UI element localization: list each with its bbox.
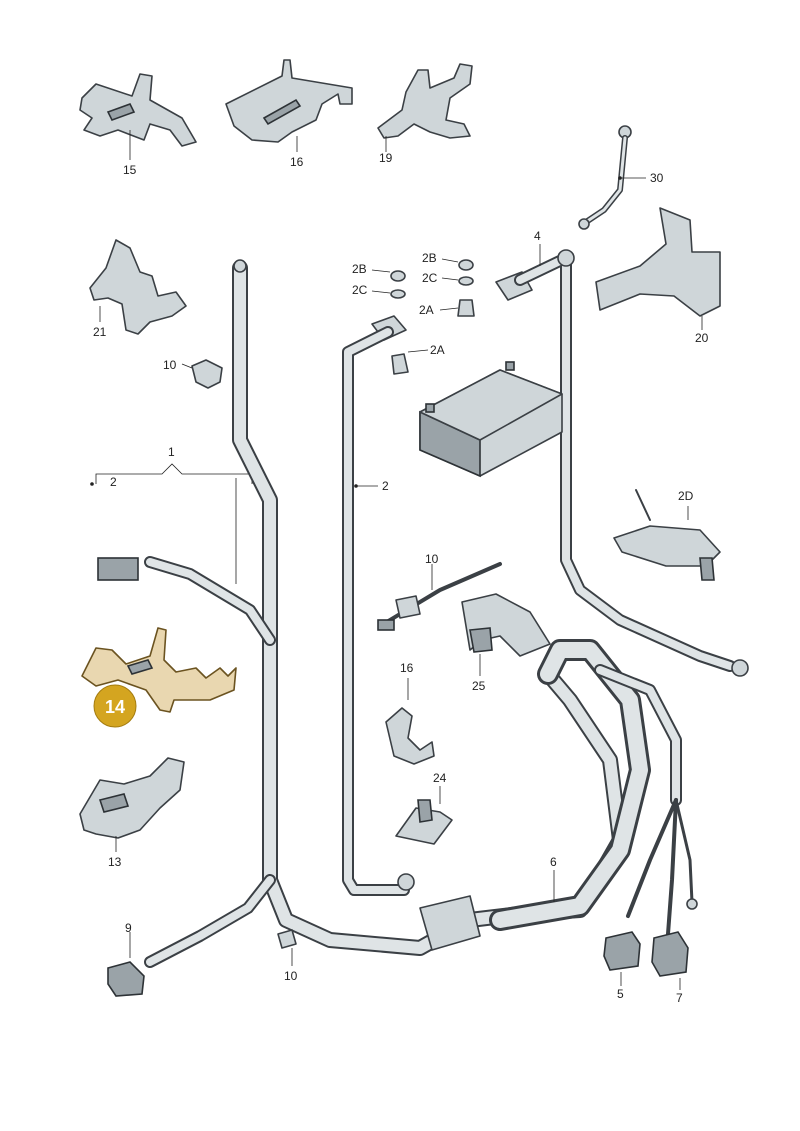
part-16-clip[interactable] <box>385 678 435 765</box>
label-2B-2: 2B <box>422 251 437 265</box>
battery[interactable] <box>419 361 563 478</box>
label-2C-2: 2C <box>422 271 438 285</box>
part-21-bracket[interactable] <box>89 239 187 335</box>
part-10-clip-left[interactable] <box>181 359 223 389</box>
label-10-left: 10 <box>163 358 177 372</box>
part-14-bracket-highlighted[interactable] <box>81 627 237 713</box>
part-20-battery-bracket[interactable] <box>595 207 721 330</box>
label-4: 4 <box>534 229 541 243</box>
part-7-connector[interactable] <box>651 931 689 990</box>
label-2B-1: 2B <box>352 262 367 276</box>
part-24-grommet[interactable] <box>395 786 453 845</box>
label-9: 9 <box>125 921 132 935</box>
part-2C-washer-2[interactable] <box>441 276 474 286</box>
part-25-cover[interactable] <box>461 593 551 676</box>
label-2D: 2D <box>678 489 694 503</box>
label-10-middle: 10 <box>425 552 439 566</box>
part-10-clip-bottom[interactable] <box>277 929 297 966</box>
label-24: 24 <box>433 771 447 785</box>
badge-14-text: 14 <box>105 697 125 717</box>
part-15-bracket[interactable] <box>79 73 197 160</box>
label-6: 6 <box>550 855 557 869</box>
part-2D-bracket[interactable] <box>613 489 721 581</box>
part-2C-washer-1[interactable] <box>371 289 406 299</box>
label-2A-1: 2A <box>419 303 434 317</box>
part-10-clip-middle[interactable] <box>377 562 502 631</box>
label-10-bottom: 10 <box>284 969 298 983</box>
part-1-main-harness[interactable] <box>97 259 628 968</box>
part-6-cable-loop[interactable] <box>489 639 698 936</box>
part-13-bracket[interactable] <box>79 757 185 852</box>
part-9-connector[interactable] <box>107 932 145 997</box>
part-16-bracket-top[interactable] <box>225 59 353 152</box>
label-16-top: 16 <box>290 155 304 169</box>
part-2B-nut-2[interactable] <box>441 258 474 271</box>
part-2B-nut-1[interactable] <box>371 269 406 282</box>
label-2A-2: 2A <box>430 343 445 357</box>
label-7: 7 <box>676 991 683 1005</box>
label-13: 13 <box>108 855 122 869</box>
label-19: 19 <box>379 151 393 165</box>
part-30-ground-strap[interactable] <box>578 125 646 230</box>
label-1: 1 <box>168 445 175 459</box>
label-5: 5 <box>617 987 624 1001</box>
part-19-bracket[interactable] <box>377 63 473 152</box>
label-30: 30 <box>650 171 664 185</box>
label-16-middle: 16 <box>400 661 414 675</box>
part-5-connector[interactable] <box>603 931 641 986</box>
label-25: 25 <box>472 679 486 693</box>
part-2A-bolt-1[interactable] <box>439 299 475 317</box>
part-4-terminal-cable[interactable] <box>495 244 749 677</box>
part-2-battery-cable[interactable] <box>342 315 415 896</box>
label-2-left: 2 <box>110 475 117 489</box>
label-2C-1: 2C <box>352 283 368 297</box>
badge-14[interactable]: 14 <box>93 684 137 728</box>
label-21: 21 <box>93 325 107 339</box>
label-20: 20 <box>695 331 709 345</box>
label-2-cable: 2 <box>382 479 389 493</box>
part-2A-bolt-2[interactable] <box>391 349 429 375</box>
label-15: 15 <box>123 163 137 177</box>
